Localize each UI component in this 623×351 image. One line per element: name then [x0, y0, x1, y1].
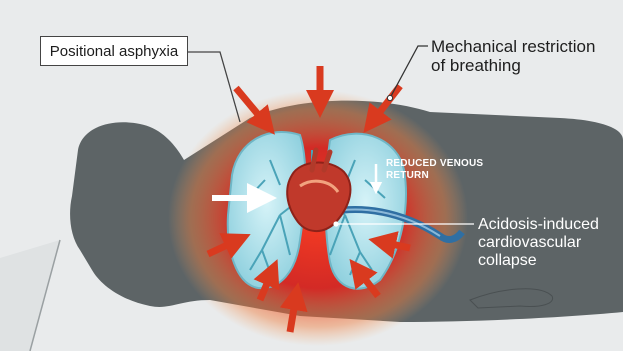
reduced-venous-line1: REDUCED VENOUS [386, 158, 483, 170]
leader-positional-asphyxia [186, 52, 240, 122]
acidosis-line2: cardiovascular collapse [478, 234, 623, 270]
mechanical-restriction-line2: of breathing [431, 56, 595, 75]
positional-asphyxia-callout: Positional asphyxia [40, 36, 188, 66]
acidosis-line1: Acidosis-induced [478, 216, 623, 234]
leader-dot-acidosis [333, 221, 338, 226]
leader-dot [387, 95, 392, 100]
reduced-venous-line2: RETURN [386, 170, 483, 182]
positional-asphyxia-label: Positional asphyxia [50, 43, 178, 60]
reduced-venous-return-label: REDUCED VENOUS RETURN [386, 158, 483, 181]
floor-shadow [0, 240, 60, 351]
mechanical-restriction-line1: Mechanical restriction [431, 37, 595, 56]
acidosis-label: Acidosis-induced cardiovascular collapse [478, 216, 623, 270]
mechanical-restriction-label: Mechanical restriction of breathing [431, 37, 595, 75]
